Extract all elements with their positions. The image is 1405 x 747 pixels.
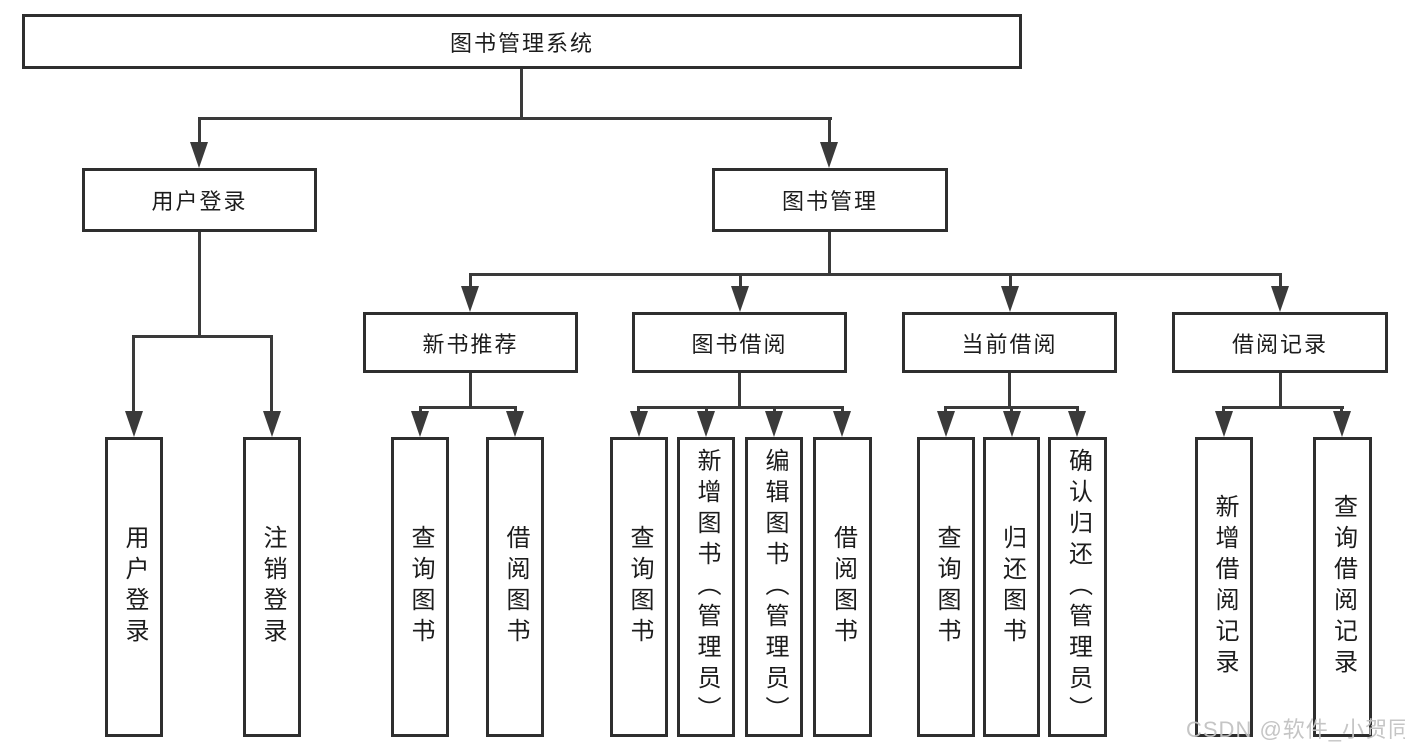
connector-borrow-record-rail	[1222, 406, 1344, 409]
arrow-down-icon	[630, 411, 648, 437]
connector-level2-rail	[198, 117, 832, 120]
connector-arrow-shaft	[270, 335, 273, 414]
arrow-down-icon	[1333, 411, 1351, 437]
connector-arrow-shaft	[944, 406, 947, 414]
arrow-down-icon	[125, 411, 143, 437]
leaf-query-book-current: 查询图书	[917, 437, 975, 737]
leaf-edit-book-admin: 编辑图书（管理员）	[745, 437, 803, 737]
connector-current-borrow-stem	[1008, 373, 1011, 409]
arrow-down-icon	[1001, 286, 1019, 312]
leaf-add-borrow-record: 新增借阅记录	[1195, 437, 1253, 737]
connector-level3-rail	[469, 273, 1282, 276]
connector-arrow-shaft	[1009, 273, 1012, 290]
arrow-down-icon	[263, 411, 281, 437]
connector-arrow-shaft	[637, 406, 640, 414]
arrow-down-icon	[820, 142, 838, 168]
arrow-down-icon	[833, 411, 851, 437]
arrow-down-icon	[190, 142, 208, 168]
leaf-query-book-borrow: 查询图书	[610, 437, 668, 737]
node-book-management: 图书管理	[712, 168, 948, 232]
arrow-down-icon	[731, 286, 749, 312]
node-user-login: 用户登录	[82, 168, 317, 232]
connector-arrow-shaft	[841, 406, 844, 414]
node-borrow-record: 借阅记录	[1172, 312, 1388, 373]
arrow-down-icon	[1215, 411, 1233, 437]
node-current-borrow: 当前借阅	[902, 312, 1117, 373]
connector-new-book-stem	[469, 373, 472, 409]
connector-arrow-shaft	[1076, 406, 1079, 414]
connector-new-book-rail	[419, 406, 517, 409]
leaf-borrow-book: 借阅图书	[813, 437, 872, 737]
arrow-down-icon	[411, 411, 429, 437]
connector-book-management-stem	[828, 232, 831, 276]
leaf-add-book-admin: 新增图书（管理员）	[677, 437, 735, 737]
leaf-query-book-recommend: 查询图书	[391, 437, 449, 737]
arrow-down-icon	[461, 286, 479, 312]
arrow-down-icon	[765, 411, 783, 437]
node-new-book-recommend: 新书推荐	[363, 312, 578, 373]
node-book-borrow: 图书借阅	[632, 312, 847, 373]
connector-user-login-rail	[132, 335, 273, 338]
arrow-down-icon	[506, 411, 524, 437]
connector-arrow-shaft	[705, 406, 708, 414]
arrow-down-icon	[1271, 286, 1289, 312]
leaf-borrow-book-recommend: 借阅图书	[486, 437, 544, 737]
leaf-logout: 注销登录	[243, 437, 301, 737]
connector-arrow-shaft	[1340, 406, 1343, 414]
connector-root-stem	[520, 69, 523, 118]
connector-arrow-shaft	[514, 406, 517, 414]
leaf-return-book: 归还图书	[983, 437, 1040, 737]
connector-arrow-shaft	[739, 273, 742, 290]
node-library-system: 图书管理系统	[22, 14, 1022, 69]
arrow-down-icon	[1003, 411, 1021, 437]
connector-user-login-stem	[198, 232, 201, 338]
connector-arrow-shaft	[1222, 406, 1225, 414]
arrow-down-icon	[937, 411, 955, 437]
connector-arrow-shaft	[469, 273, 472, 290]
connector-arrow-shaft	[419, 406, 422, 414]
watermark-text: CSDN @软件_小贺同学	[1186, 717, 1405, 742]
connector-arrow-shaft	[198, 117, 201, 145]
connector-book-borrow-rail	[638, 406, 844, 409]
connector-arrow-shaft	[828, 117, 831, 145]
connector-arrow-shaft	[773, 406, 776, 414]
leaf-confirm-return-admin: 确认归还（管理员）	[1048, 437, 1107, 737]
connector-arrow-shaft	[1279, 273, 1282, 290]
leaf-query-borrow-record: 查询借阅记录	[1313, 437, 1372, 737]
arrow-down-icon	[1068, 411, 1086, 437]
connector-book-borrow-stem	[738, 373, 741, 409]
connector-arrow-shaft	[1010, 406, 1013, 414]
leaf-user-login: 用户登录	[105, 437, 163, 737]
connector-borrow-record-stem	[1279, 373, 1282, 409]
arrow-down-icon	[697, 411, 715, 437]
connector-arrow-shaft	[132, 335, 135, 414]
